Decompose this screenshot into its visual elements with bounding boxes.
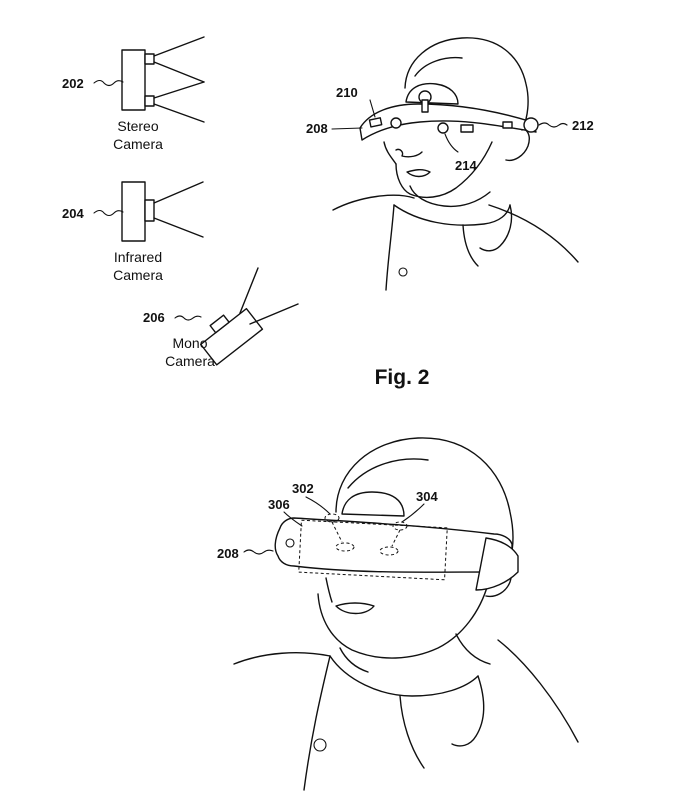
marker-304 (392, 521, 408, 531)
right-side-sensor (502, 121, 513, 129)
ref-306: 306 (268, 497, 290, 512)
headband-top-post (421, 99, 429, 113)
mono-camera-label-1: Mono (172, 335, 207, 351)
headband-top-cap (405, 82, 459, 105)
bottom-neck-right (455, 633, 491, 665)
front-sensor-214 (437, 122, 449, 134)
head-with-headset-top: 210 208 212 214 (306, 37, 594, 291)
headband-side-hole (285, 538, 295, 548)
ref-210: 210 (336, 85, 358, 100)
stereo-camera-label-1: Stereo (117, 118, 158, 134)
left-shoulder-line (332, 194, 415, 211)
infrared-camera-diagram: 204 Infrared Camera (62, 181, 204, 283)
marker-302 (324, 513, 340, 523)
leader-208-top (331, 127, 363, 130)
infrared-camera-lens (144, 199, 155, 222)
bottom-shirt-button (313, 738, 327, 752)
marker-302-to-eye (331, 521, 343, 543)
ref-208-top: 208 (306, 121, 328, 136)
display-panel-306 (298, 519, 448, 581)
ref-304: 304 (416, 489, 438, 504)
infrared-camera-body (121, 181, 146, 242)
bottom-hair-line (347, 458, 429, 489)
mono-camera-lens (209, 314, 230, 334)
ear-outline (505, 127, 530, 162)
bottom-collar-left (303, 655, 331, 791)
leader-210 (369, 99, 376, 118)
infrared-camera-label-2: Camera (113, 267, 163, 283)
ref-208-bottom: 208 (217, 546, 239, 561)
bottom-headband-strap (475, 537, 519, 591)
infrared-camera-ref: 204 (62, 206, 84, 221)
leader-302 (305, 496, 331, 515)
stereo-camera-lens-bottom (144, 95, 155, 107)
bottom-collar-right (451, 675, 485, 747)
bottom-jaw-line (317, 583, 489, 659)
head-top-outline (404, 37, 529, 131)
stereo-camera-ref: 202 (62, 76, 84, 91)
bottom-right-shoulder (497, 639, 579, 743)
leader-304 (401, 503, 425, 523)
figure-caption: Fig. 2 (375, 366, 430, 389)
leader-208-bottom (243, 549, 274, 555)
collar-right-line (479, 204, 513, 252)
stereo-camera-label-2: Camera (113, 136, 163, 152)
bottom-headband-cap (341, 491, 405, 517)
mono-camera-ref: 206 (143, 310, 165, 325)
collar-left-line (385, 204, 395, 291)
mono-camera-leader (174, 315, 202, 321)
bottom-mouth-line (335, 602, 375, 615)
left-sensor-210 (368, 117, 383, 128)
stereo-camera-body (121, 49, 146, 111)
bottom-head-outline (335, 437, 514, 561)
bottom-left-shoulder (233, 652, 331, 665)
infrared-camera-leader (93, 209, 124, 217)
leader-212 (538, 122, 568, 128)
jaw-neck-line (409, 185, 491, 208)
collar-top-line (393, 204, 511, 226)
mouth-line (406, 169, 431, 178)
right-shoulder-line (488, 204, 579, 263)
collar-fold-line (462, 224, 479, 267)
bottom-neck-left (339, 647, 369, 673)
right-eye-marker (379, 546, 399, 556)
ref-212: 212 (572, 118, 594, 133)
mono-camera-label-2: Camera (165, 353, 215, 369)
left-eye-marker (335, 542, 355, 552)
chin-line (395, 141, 493, 199)
stereo-camera-lens-top (144, 53, 155, 65)
front-left-lens (390, 117, 402, 129)
leader-214 (444, 133, 459, 153)
ref-214: 214 (455, 158, 477, 173)
leader-306 (283, 511, 303, 527)
front-right-sensor (460, 124, 474, 133)
side-sensor-212 (523, 117, 539, 133)
bottom-collar-top (329, 655, 479, 697)
bottom-nose-line (325, 577, 333, 603)
hair-line (414, 56, 463, 77)
ref-302: 302 (292, 481, 314, 496)
bottom-collar-fold (399, 695, 425, 769)
nose-line (395, 148, 423, 158)
marker-304-to-eye (391, 529, 401, 547)
infrared-camera-label-1: Infrared (114, 249, 162, 265)
nose-bridge-line (383, 141, 397, 165)
mono-camera-diagram: 206 Mono Camera (143, 267, 299, 369)
bottom-headband (274, 517, 513, 574)
shirt-button (398, 267, 408, 277)
stereo-camera-leader (93, 79, 124, 87)
head-with-headset-bottom: 302 304 306 208 (217, 437, 579, 791)
stereo-camera-diagram: 202 Stereo Camera (62, 36, 205, 152)
